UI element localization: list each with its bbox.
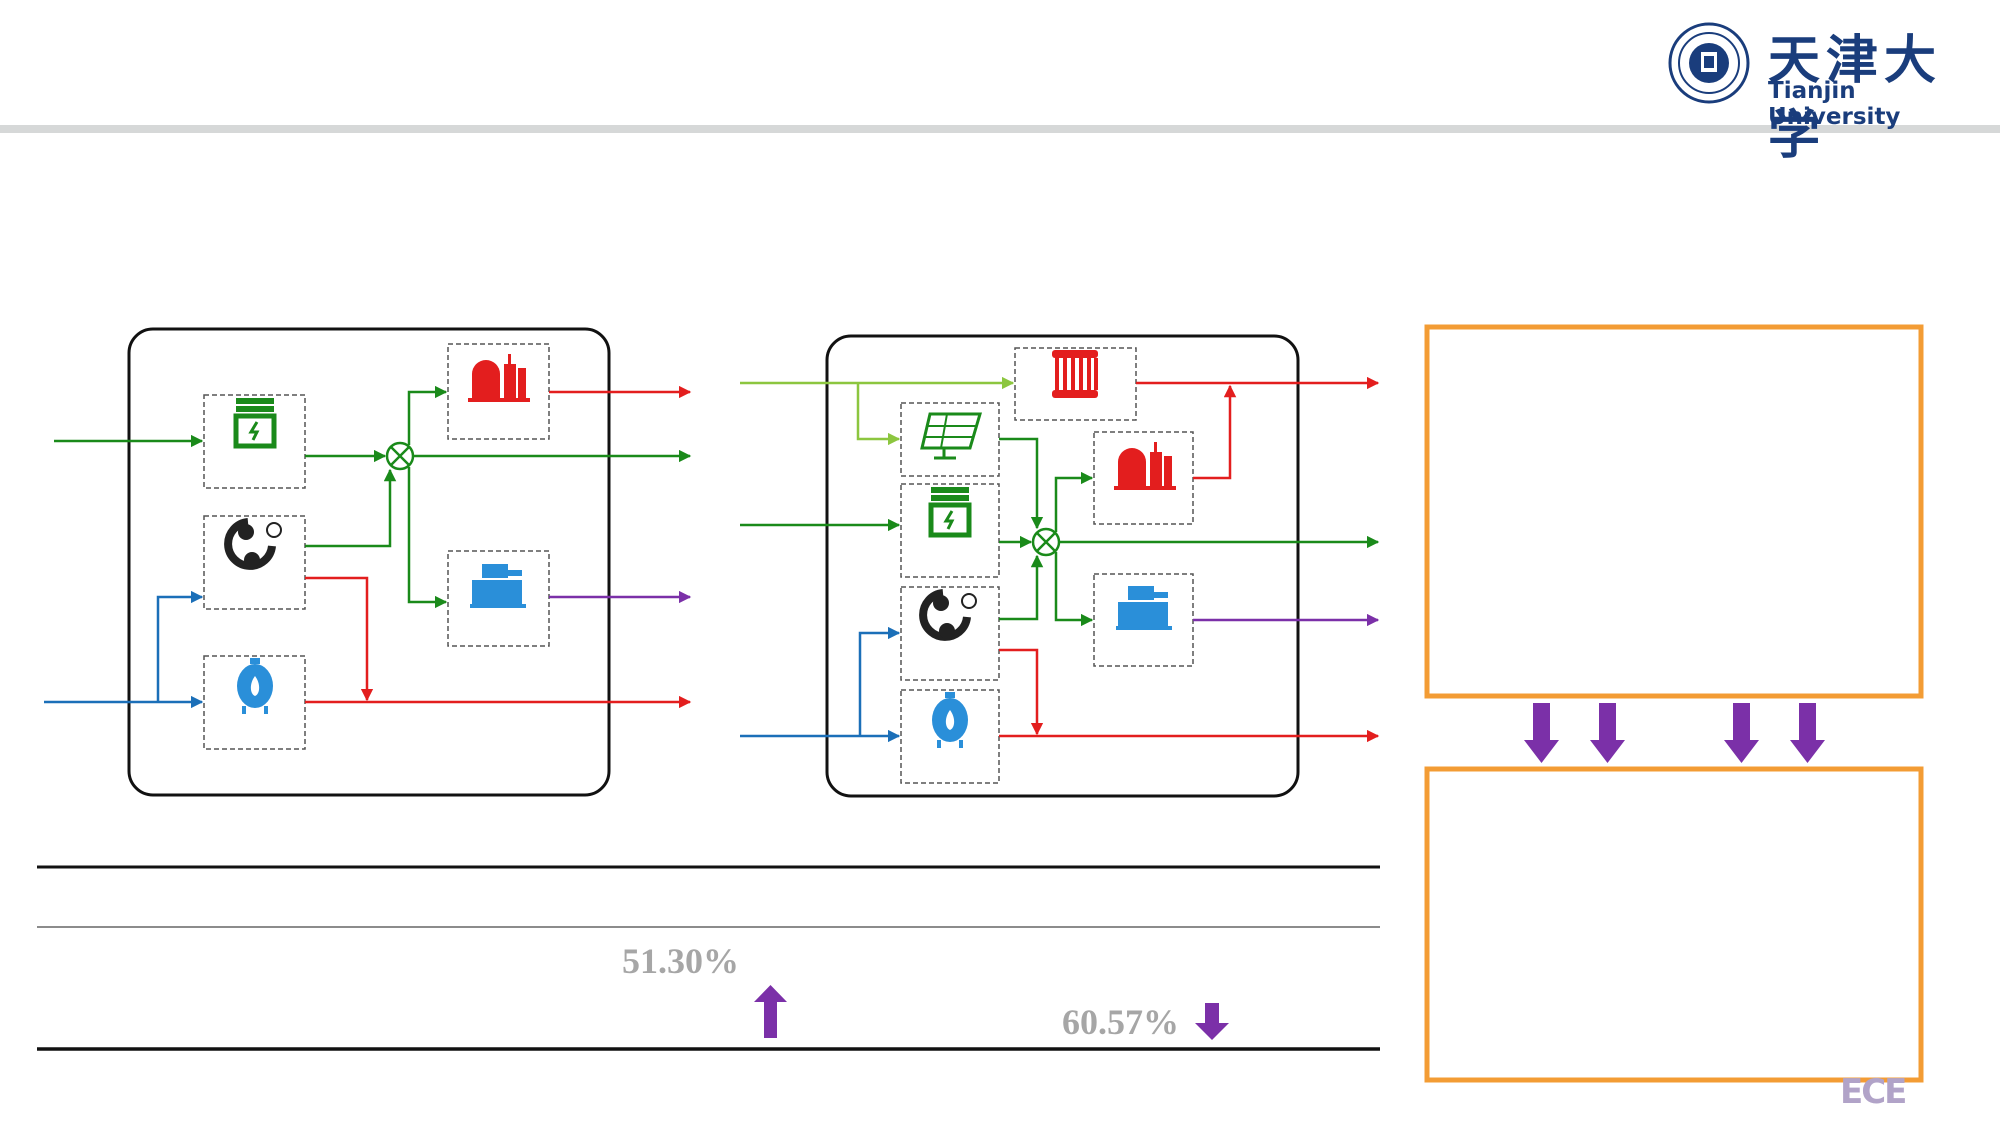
transformer-icon-2 — [928, 487, 972, 538]
solar-collector-icon — [1052, 350, 1098, 398]
university-seal-icon — [1668, 22, 1750, 104]
energy-hub-right — [740, 334, 1380, 798]
down-arrow-icon-2 — [1590, 703, 1625, 763]
value-1: 51.30% — [622, 941, 739, 981]
up-arrow-icon — [754, 985, 787, 1038]
electric-chiller-icon — [470, 564, 526, 608]
converter-node-icon — [385, 441, 415, 471]
down-arrow-icon-3 — [1724, 703, 1759, 763]
down-arrow-icon-1 — [1524, 703, 1559, 763]
transformer-box — [203, 394, 306, 489]
down-arrow-icon-4 — [1790, 703, 1825, 763]
pv-panel-icon — [920, 412, 983, 460]
chp-icon-2 — [919, 589, 977, 641]
results-table — [37, 865, 1380, 1051]
electric-chiller-icon-2 — [1116, 586, 1172, 630]
down-arrow-icon — [1195, 1003, 1229, 1040]
chp-icon — [224, 518, 282, 570]
gas-boiler-icon — [237, 658, 273, 714]
solar-collector-box — [1014, 347, 1137, 421]
gas-boiler-icon-2 — [932, 692, 968, 748]
university-logo: 天津大学 Tianjin University — [1668, 18, 1968, 166]
converter-node-icon-2 — [1031, 527, 1061, 557]
header-divider — [0, 125, 2000, 133]
ece-mark: ECE — [1840, 1072, 1907, 1112]
chp-box — [203, 515, 306, 610]
university-name-en: Tianjin University — [1768, 78, 1901, 130]
top-panel — [1424, 324, 1924, 699]
electric-chiller-box — [447, 550, 550, 647]
transformer-box-2 — [900, 483, 1000, 578]
conclusion-panels — [1424, 324, 1924, 1083]
absorption-chiller-icon-2 — [1114, 442, 1176, 490]
university-name-cn: 天津大学 — [1768, 30, 1943, 166]
bottom-panel — [1424, 766, 1924, 1083]
transformer-icon — [233, 398, 277, 449]
energy-hub-left — [44, 327, 692, 797]
value-2: 60.57% — [1062, 1002, 1179, 1042]
chp-box-2 — [900, 586, 1000, 681]
pv-box — [900, 402, 1000, 477]
absorption-chiller-icon — [468, 354, 530, 402]
